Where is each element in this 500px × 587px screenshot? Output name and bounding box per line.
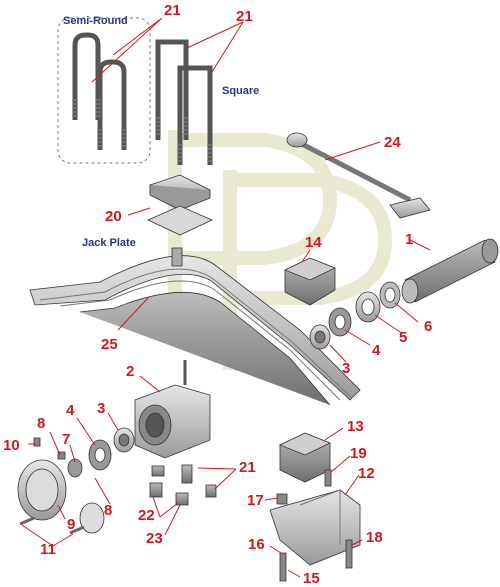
callout-17: 17 — [247, 492, 264, 509]
bearing-ring — [355, 291, 381, 323]
rubber-bumper-top — [284, 257, 336, 306]
callout-8-top: 8 — [37, 415, 45, 432]
square-u-bolt-back — [177, 65, 213, 165]
hub-cap — [17, 459, 67, 521]
jack-plate-label: Jack Plate — [82, 237, 136, 249]
callout-14: 14 — [305, 234, 322, 251]
trunnion-housing — [134, 360, 211, 459]
callout-20: 20 — [105, 208, 122, 225]
callout-4-left: 4 — [66, 402, 75, 419]
seal-ring — [379, 281, 401, 309]
semi-round-u-bolt-back — [97, 59, 127, 150]
bushing-tube — [401, 238, 499, 304]
callout-8-bottom: 8 — [104, 502, 112, 519]
bushing-right — [309, 324, 331, 350]
semi-round-u-bolt-front — [72, 32, 101, 120]
square-label: Square — [222, 85, 259, 97]
callout-23: 23 — [146, 530, 163, 547]
callout-22: 22 — [138, 507, 155, 524]
nut-7 — [67, 458, 83, 478]
gasket — [79, 502, 105, 534]
callout-21-bottom: 21 — [239, 459, 256, 476]
callout-24: 24 — [384, 134, 401, 151]
bolt-set — [149, 464, 217, 506]
callout-12: 12 — [358, 465, 375, 482]
callout-19: 19 — [350, 445, 367, 462]
callout-13: 13 — [347, 418, 364, 435]
semi-round-label: Semi-Round — [63, 15, 128, 27]
callout-11: 11 — [40, 541, 56, 558]
rubber-bumper-bottom — [279, 432, 331, 483]
callout-15: 15 — [303, 570, 320, 587]
square-u-bolt-front — [155, 39, 189, 140]
callout-9: 9 — [67, 516, 75, 533]
thrust-washer-right — [328, 307, 352, 337]
callout-21-square: 21 — [236, 8, 253, 25]
square-bolt-threads — [155, 117, 213, 162]
callout-10: 10 — [3, 437, 20, 454]
jack-plate — [147, 205, 213, 236]
callout-6: 6 — [424, 318, 432, 335]
callout-21-semi-round: 21 — [164, 2, 181, 19]
callout-3-right: 3 — [342, 360, 350, 377]
callout-25: 25 — [101, 336, 118, 353]
callout-7: 7 — [62, 431, 70, 448]
callout-18: 18 — [366, 529, 383, 546]
bushing-left — [113, 427, 135, 453]
callout-leaders — [21, 17, 431, 578]
small-fittings — [19, 437, 85, 535]
semi-round-group-box — [57, 17, 151, 164]
callout-4-right: 4 — [372, 342, 381, 359]
callout-3-left: 3 — [97, 400, 105, 417]
torque-rod — [286, 132, 431, 219]
thrust-washer-left — [88, 439, 112, 471]
bolt-threads — [72, 99, 127, 147]
callout-5: 5 — [399, 329, 407, 346]
callout-2: 2 — [126, 363, 134, 380]
hanger-bracket — [269, 469, 361, 582]
callout-16: 16 — [248, 536, 265, 553]
saddle-pad — [149, 174, 211, 211]
callout-1: 1 — [405, 231, 413, 248]
leaf-spring — [29, 247, 361, 406]
